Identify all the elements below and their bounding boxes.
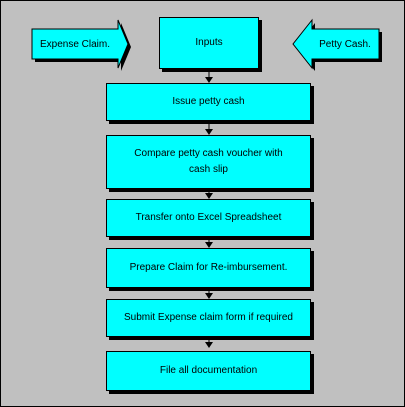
connector-step2-to-step3 [205, 189, 213, 199]
step-transfer-spreadsheet: Transfer onto Excel Spreadsheet [106, 199, 311, 237]
connector-inputs-to-step1 [205, 68, 213, 83]
step-label: Submit Expense claim form if required [124, 312, 293, 323]
step-label: Issue petty cash [172, 96, 245, 107]
expense-claim-arrow-fill [31, 19, 129, 69]
expense-claim-label: Expense Claim. [39, 38, 111, 50]
step-compare-voucher: Compare petty cash voucher with cash sli… [106, 135, 311, 189]
step-label: Prepare Claim for Re-imbursement. [129, 262, 288, 273]
connector-step5-to-step6 [205, 337, 213, 348]
step-submit-expense-form: Submit Expense claim form if required [106, 299, 311, 337]
step-label: Transfer onto Excel Spreadsheet [135, 212, 282, 223]
petty-cash-label: Petty Cash. [319, 38, 371, 50]
inputs-box-label: Inputs [195, 37, 223, 48]
step-label: File all documentation [159, 365, 258, 376]
connector-step3-to-step4 [205, 237, 213, 248]
inputs-box: Inputs [159, 17, 259, 69]
step-file-documentation: File all documentation [106, 351, 311, 391]
step-issue-petty-cash: Issue petty cash [106, 83, 311, 121]
petty-cash-arrow-fill [292, 18, 380, 70]
step-prepare-claim: Prepare Claim for Re-imbursement. [106, 248, 311, 288]
connector-step1-to-step2 [205, 121, 213, 135]
connector-step4-to-step5 [205, 288, 213, 299]
step-label: Compare petty cash voucher with cash sli… [134, 148, 283, 175]
